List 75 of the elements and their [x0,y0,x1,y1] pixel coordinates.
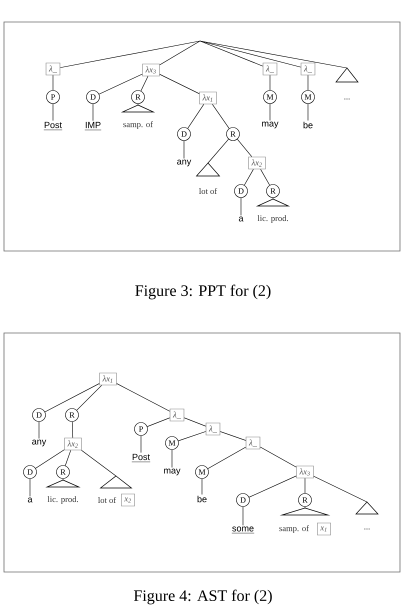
branch-line [260,446,297,468]
figure-frame [4,332,400,572]
branch-line [313,476,368,502]
branch-line [116,383,170,412]
phrase-label: ... [364,528,370,530]
variable-box: x$_{1}$ [317,522,331,536]
lambda-box: λx$_{1}$ [99,372,117,386]
phrase-label: samp. of [123,121,153,129]
word-label: be [304,122,313,128]
figure-caption: Figure 4: AST for (2) [134,590,272,604]
branch-line [208,446,246,469]
branch-line [187,104,204,129]
branch-line [92,104,94,121]
branch-line [200,40,302,68]
lambda-box: λ_ [246,436,260,450]
branch-line [260,169,270,186]
branch-line [242,506,244,526]
branch-line [208,138,229,164]
branch-line [200,40,348,68]
figure-frame [4,22,400,252]
underlined-word: IMP [84,122,102,130]
branch-line [72,422,74,438]
phrase-label: lic. prod. [258,215,288,223]
branch-line [248,476,297,498]
word-label: may [262,122,278,128]
word-label: a [238,216,244,222]
branch-line [140,76,148,92]
underlined-word: Post [44,122,62,130]
branch-line [304,478,306,494]
lambda-box: λx$_{3}$ [142,64,160,76]
word-label: may [164,468,180,476]
branch-line [64,450,72,466]
branch-line [220,431,246,441]
branch-line [52,104,54,121]
phrase-label: samp. of [279,525,309,533]
branch-line [52,75,54,90]
branch-line [159,74,200,94]
branch-line [240,198,242,216]
branch-line [140,436,142,453]
underlined-word: Post [132,454,150,462]
branch-line [98,74,143,94]
lambda-box: λx$_{2}$ [64,438,82,450]
branch-line [44,383,100,412]
branch-line [178,431,206,442]
branch-line [237,138,252,157]
branch-line [81,450,116,476]
lambda-box: λ_ [206,422,220,436]
lambda-box: λx$_{3}$ [296,466,314,478]
word-label: be [198,496,207,502]
branch-line [35,449,65,469]
branch-line [147,418,170,427]
lambda-box: λ_ [262,62,278,76]
variable-box: x$_{2}$ [121,494,135,506]
figure-caption: Figure 3: PPT for (2) [135,284,270,300]
phrase-label: lot of [98,496,116,504]
word-label: any [177,160,192,166]
lambda-box: λx$_{1}$ [199,92,217,104]
underlined-word: some [232,526,254,534]
branch-line [60,40,200,68]
branch-line [200,40,264,66]
branch-line [76,385,102,410]
lambda-box: λ_ [170,408,184,422]
branch-line [38,422,40,439]
word-label: a [28,498,32,502]
phrase-label: lot of [199,188,218,194]
branch-line [159,40,200,66]
lambda-box: λ_ [300,62,316,76]
lambda-box: λx$_{2}$ [248,156,266,170]
word-label: any [32,440,46,446]
phrase-label: ... [344,98,350,100]
branch-line [212,104,230,129]
branch-line [244,169,254,186]
branch-line [184,418,206,426]
lambda-box: λ_ [46,62,60,76]
phrase-label: lic. prod. [48,496,78,504]
